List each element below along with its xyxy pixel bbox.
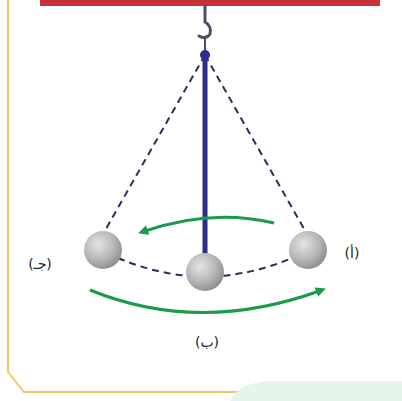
position-label: (ب) [195, 334, 219, 350]
position-label: (جـ) [28, 256, 52, 272]
position-label: (أ) [345, 245, 360, 261]
